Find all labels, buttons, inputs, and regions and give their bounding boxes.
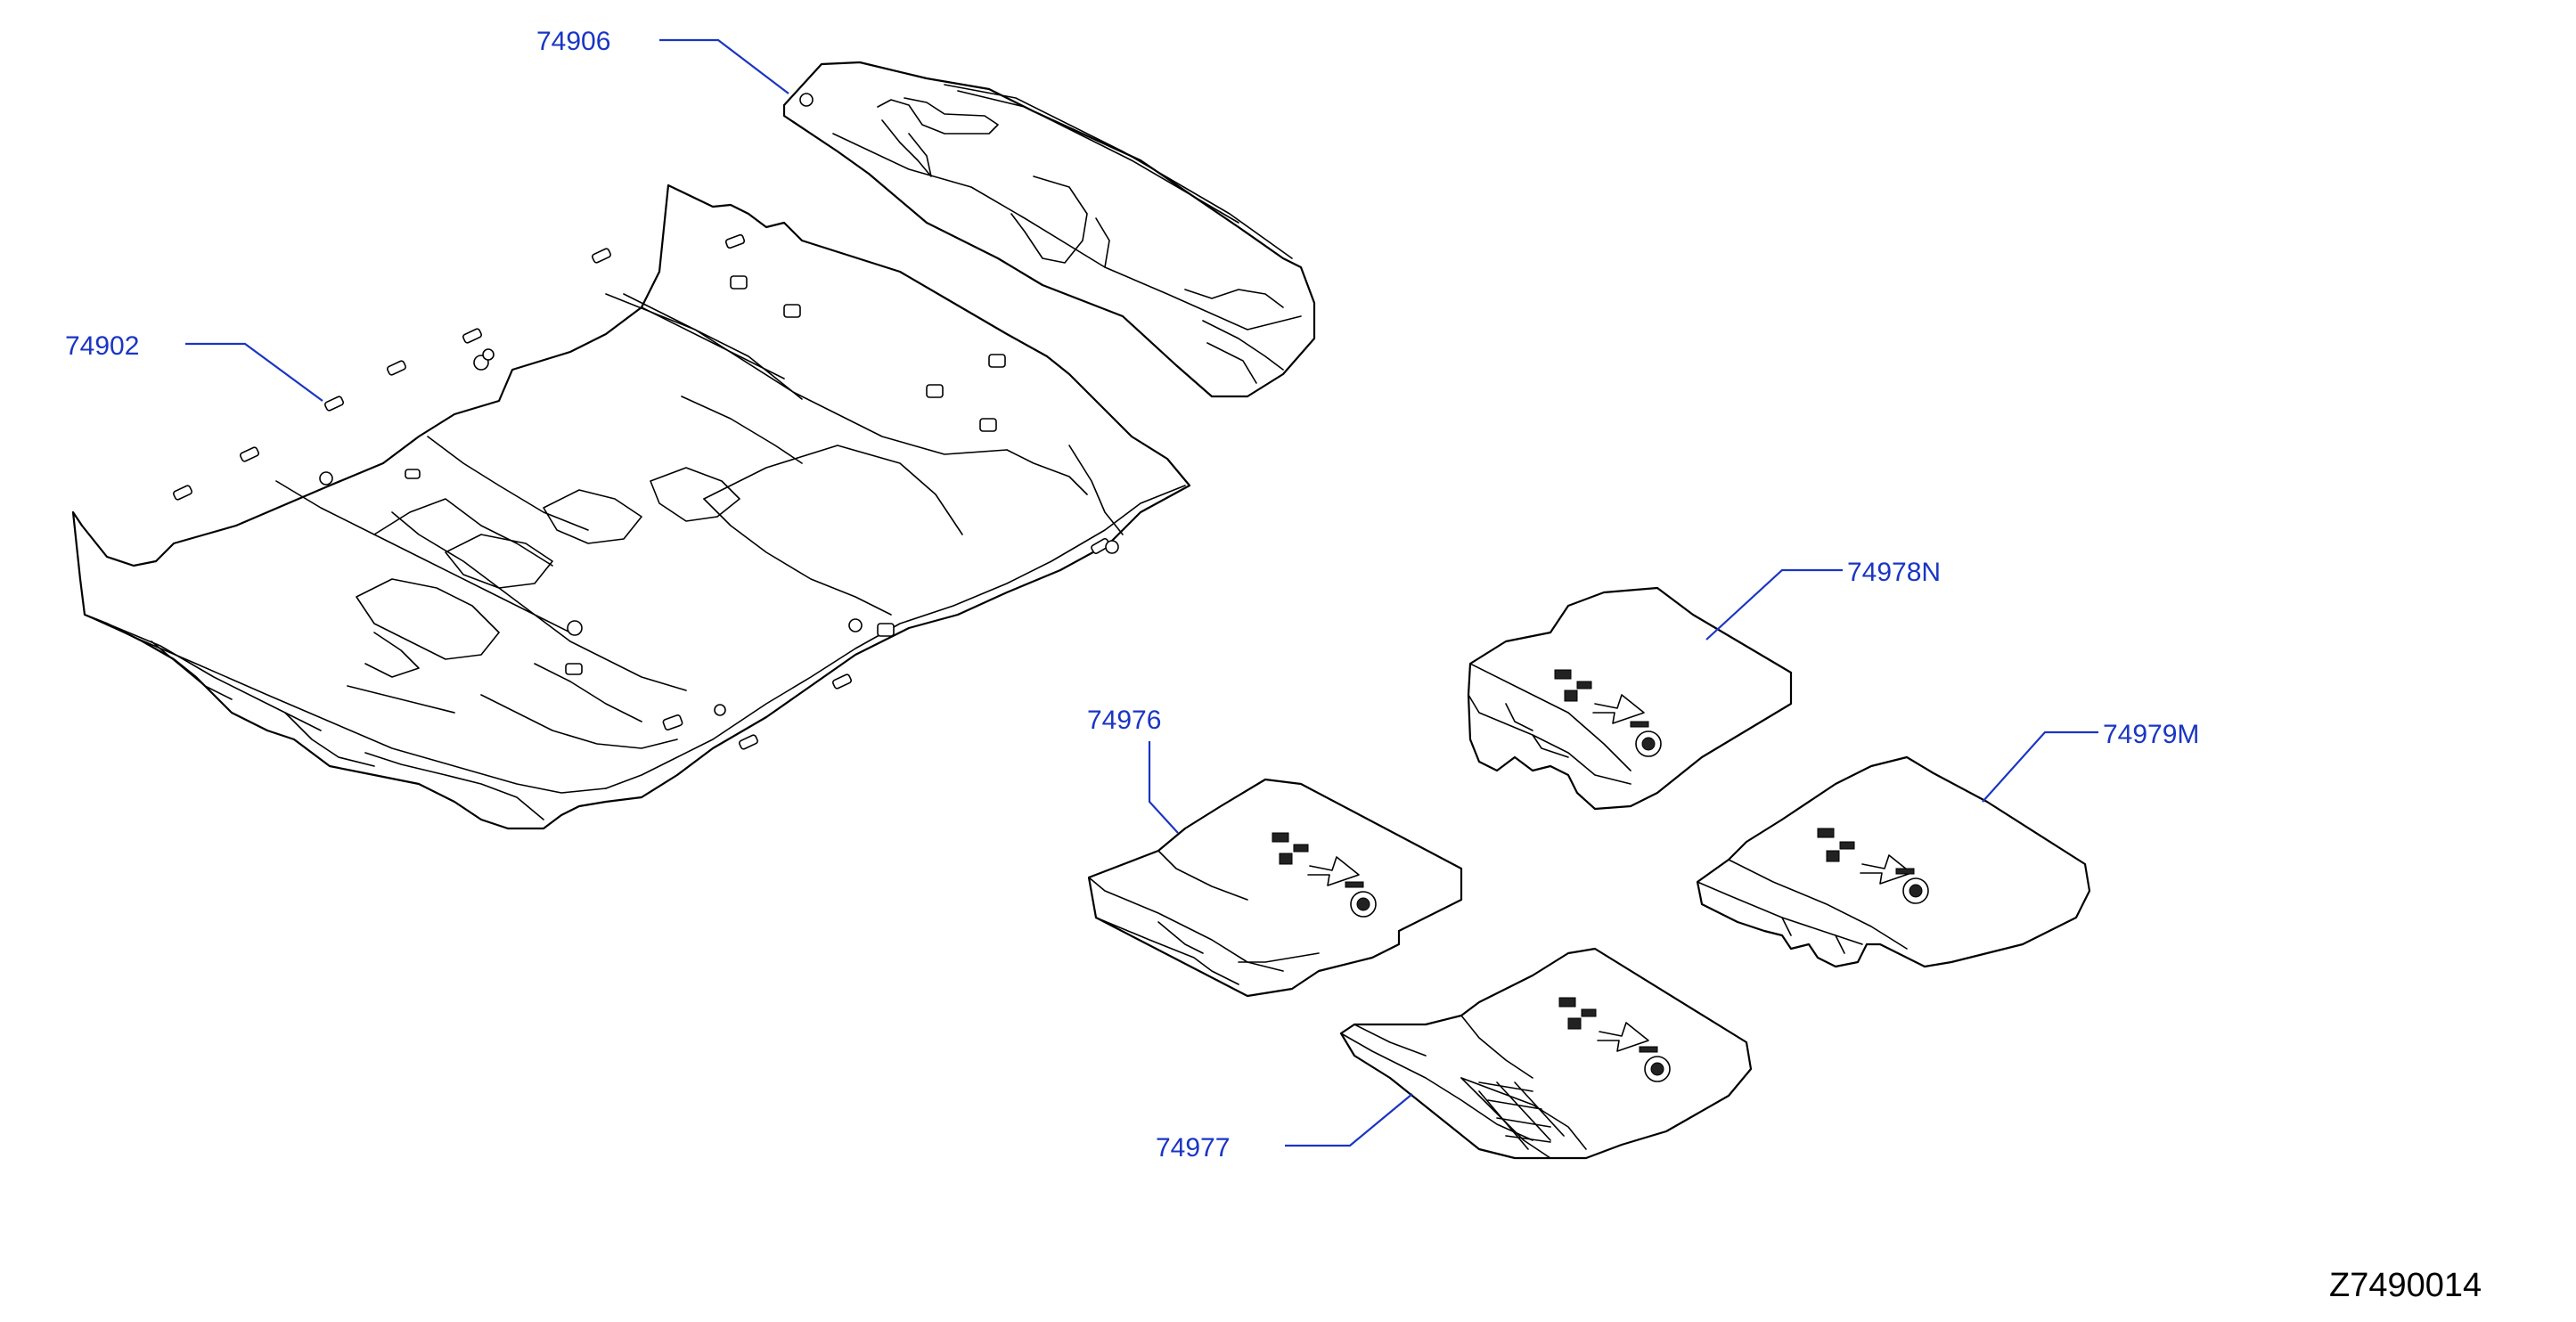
part-74902-floor-carpet[interactable]: [71, 184, 1191, 830]
part-74906-rear-carpet[interactable]: [782, 61, 1316, 398]
diagram-code: Z7490014: [2329, 1267, 2482, 1304]
mat-label-74979m: [1817, 828, 1929, 904]
leader-74902: [185, 342, 323, 402]
mat-label-74977: [1558, 997, 1671, 1082]
part-74976-front-mat[interactable]: [1087, 778, 1463, 998]
leader-74906: [659, 38, 789, 94]
callout-74906[interactable]: 74906: [536, 27, 610, 56]
part-74977-front-mat[interactable]: [1339, 947, 1753, 1160]
callout-74976[interactable]: 74976: [1087, 706, 1161, 735]
leader-74979m: [1982, 730, 2098, 803]
leader-74977: [1285, 1093, 1413, 1147]
part-74978n-rear-mat[interactable]: [1467, 586, 1793, 811]
callout-74978n[interactable]: 74978N: [1847, 558, 1941, 587]
callout-74902[interactable]: 74902: [65, 331, 139, 361]
mat-label-74978n: [1554, 669, 1662, 757]
callout-74977[interactable]: 74977: [1156, 1133, 1230, 1163]
mat-label-74976: [1272, 832, 1377, 918]
callout-74979m[interactable]: 74979M: [2103, 720, 2199, 749]
leader-74976: [1148, 741, 1179, 834]
part-74979m-rear-mat[interactable]: [1696, 755, 2091, 968]
leader-74978n: [1705, 568, 1843, 641]
